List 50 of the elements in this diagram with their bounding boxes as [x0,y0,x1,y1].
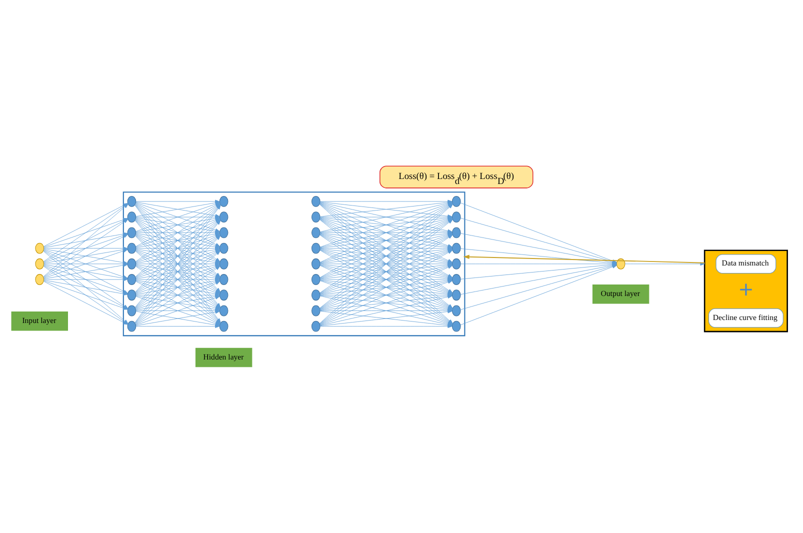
node-circle [311,320,320,332]
node-box: Input layer [11,312,68,331]
node-circle [452,290,461,301]
node-circle [219,305,228,316]
node-box: Decline curve fitting [708,308,784,328]
node-circle [127,196,136,207]
node-circle [35,258,44,270]
node-box: Hidden layer [195,348,252,368]
node-circle [311,274,320,285]
node-circle [219,227,228,238]
node-circle [311,212,320,223]
node-circle [219,290,228,301]
node-circle [219,320,228,332]
node-circle [127,274,136,285]
node-circle [219,242,228,254]
node-circle [219,274,228,285]
node-circle [311,258,320,270]
node-circle [452,212,461,223]
node-circle [127,227,136,238]
node-box: Output layer [592,284,650,304]
node-circle [452,242,461,254]
arrow [136,324,220,328]
node-circle [35,242,44,254]
node-circle [452,227,461,238]
node-circle [219,196,228,207]
node-circle [616,258,626,270]
node-circle [127,212,136,223]
node-circle [127,242,136,254]
node-circle [452,274,461,285]
node-circle [311,227,320,238]
node-circle [452,258,461,270]
node-circle [311,305,320,316]
arrow [136,231,220,234]
node-circle [35,274,44,285]
node-box: Data mismatch [716,254,776,274]
node-circle [452,305,461,316]
node-circle [127,290,136,301]
node-circle [311,196,320,207]
node-circle [219,212,228,223]
node-circle [311,290,320,301]
node-circle [452,320,461,332]
cluster [704,250,788,332]
node-circle [127,320,136,332]
node-circle [452,196,461,207]
label: + [738,280,754,301]
node-circle [127,305,136,316]
node-circle [311,242,320,254]
arrow [624,262,705,266]
node-circle [127,258,136,270]
node-circle [219,258,228,270]
